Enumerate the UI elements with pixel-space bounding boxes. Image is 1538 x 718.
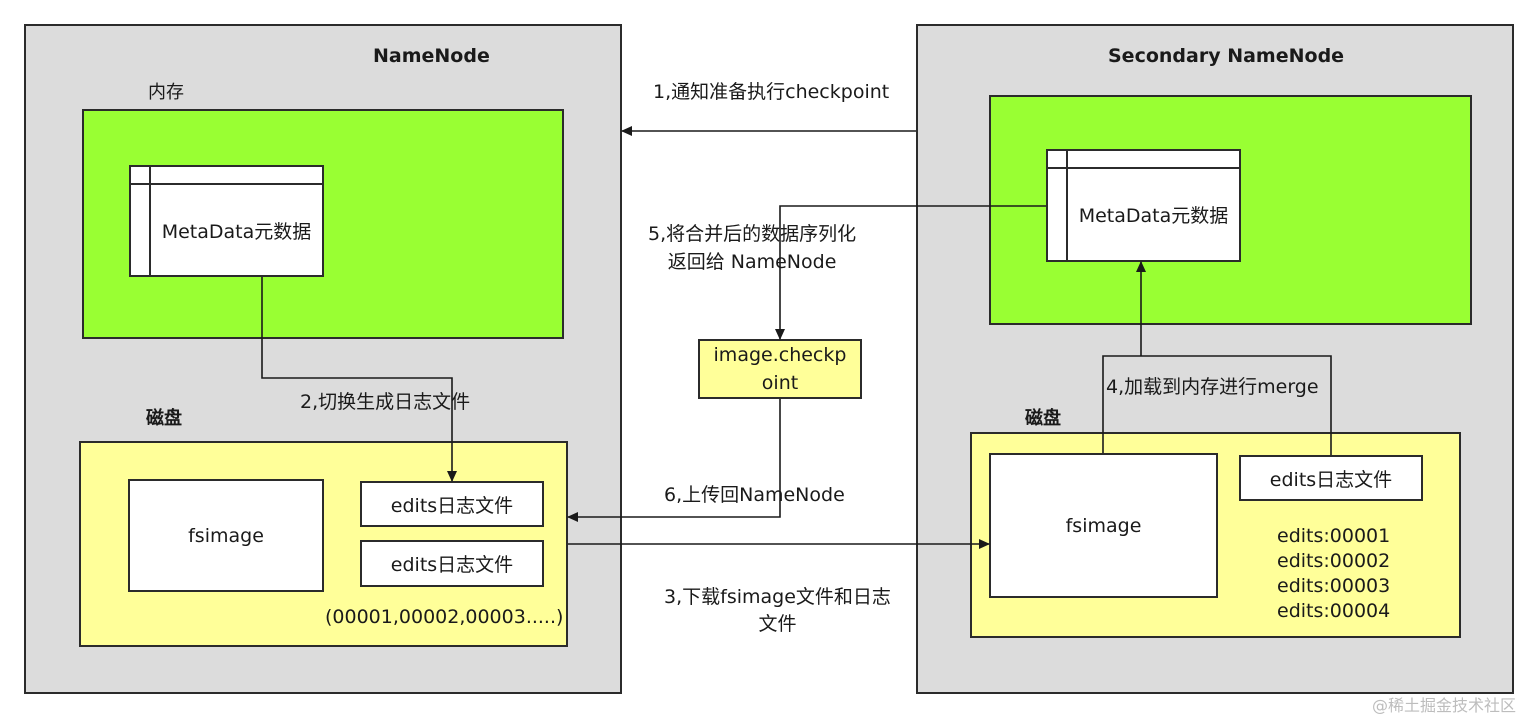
namenode-edits-range: (00001,00002,00003.....) [325, 606, 564, 628]
step-5-label: 5,将合并后的数据序列化 返回给 NameNode [648, 220, 856, 276]
step-2-label: 2,切换生成日志文件 [300, 391, 471, 413]
step-3-line-1: 3,下载fsimage文件和日志 [664, 586, 891, 608]
namenode-edits-box-1: edits日志文件 [360, 481, 544, 527]
image-checkpoint-label: image.checkpoint [713, 344, 847, 394]
edits-item: edits:00002 [1277, 550, 1391, 572]
edits-item: edits:00001 [1277, 525, 1391, 547]
arrow-step-5 [775, 205, 1046, 340]
step-6-label: 6,上传回NameNode [664, 484, 845, 506]
namenode-edits-label-2: edits日志文件 [390, 554, 514, 576]
secondary-fsimage-box: fsimage [989, 453, 1218, 598]
namenode-edits-label-1: edits日志文件 [390, 494, 514, 517]
namenode-disk-label: 磁盘 [146, 408, 182, 429]
step-3-line-2: 文件 [758, 613, 797, 635]
secondary-fsimage-label: fsimage [1065, 514, 1142, 537]
edits-item: edits:00004 [1277, 600, 1391, 622]
arrow-step-6 [567, 399, 781, 522]
secondary-edits-box: edits日志文件 [1239, 455, 1423, 501]
namenode-metadata-box: MetaData元数据 [129, 165, 324, 277]
merge-bracket [1102, 355, 1332, 455]
watermark: @稀土掘金技术社区 [1372, 696, 1517, 715]
step-4-label: 4,加载到内存进行merge [1106, 376, 1319, 398]
image-checkpoint-box: image.checkpoint [698, 339, 862, 399]
edits-item: edits:00003 [1277, 575, 1391, 597]
namenode-edits-box-2: edits日志文件 [360, 540, 544, 587]
secondary-disk-label: 磁盘 [1025, 408, 1061, 429]
secondary-metadata-label: MetaData元数据 [1078, 205, 1229, 227]
namenode-metadata-label: MetaData元数据 [161, 220, 312, 243]
step-3-label: 3,下载fsimage文件和日志 文件 [664, 584, 891, 638]
secondary-namenode-title: Secondary NameNode [1108, 45, 1345, 67]
namenode-fsimage-box: fsimage [128, 479, 324, 592]
memory-label: 内存 [148, 82, 184, 103]
arrow-step-2 [261, 277, 457, 482]
step-1-label: 1,通知准备执行checkpoint [653, 81, 890, 103]
namenode-title: NameNode [373, 45, 490, 67]
secondary-edits-label: edits日志文件 [1269, 468, 1393, 491]
step-5-line-2: 返回给 NameNode [667, 251, 837, 273]
step-5-line-1: 5,将合并后的数据序列化 [648, 223, 857, 245]
namenode-fsimage-label: fsimage [188, 524, 264, 547]
secondary-metadata-box: MetaData元数据 [1046, 149, 1241, 262]
secondary-edits-list: edits:00001 edits:00002 edits:00003 edit… [1277, 524, 1390, 624]
